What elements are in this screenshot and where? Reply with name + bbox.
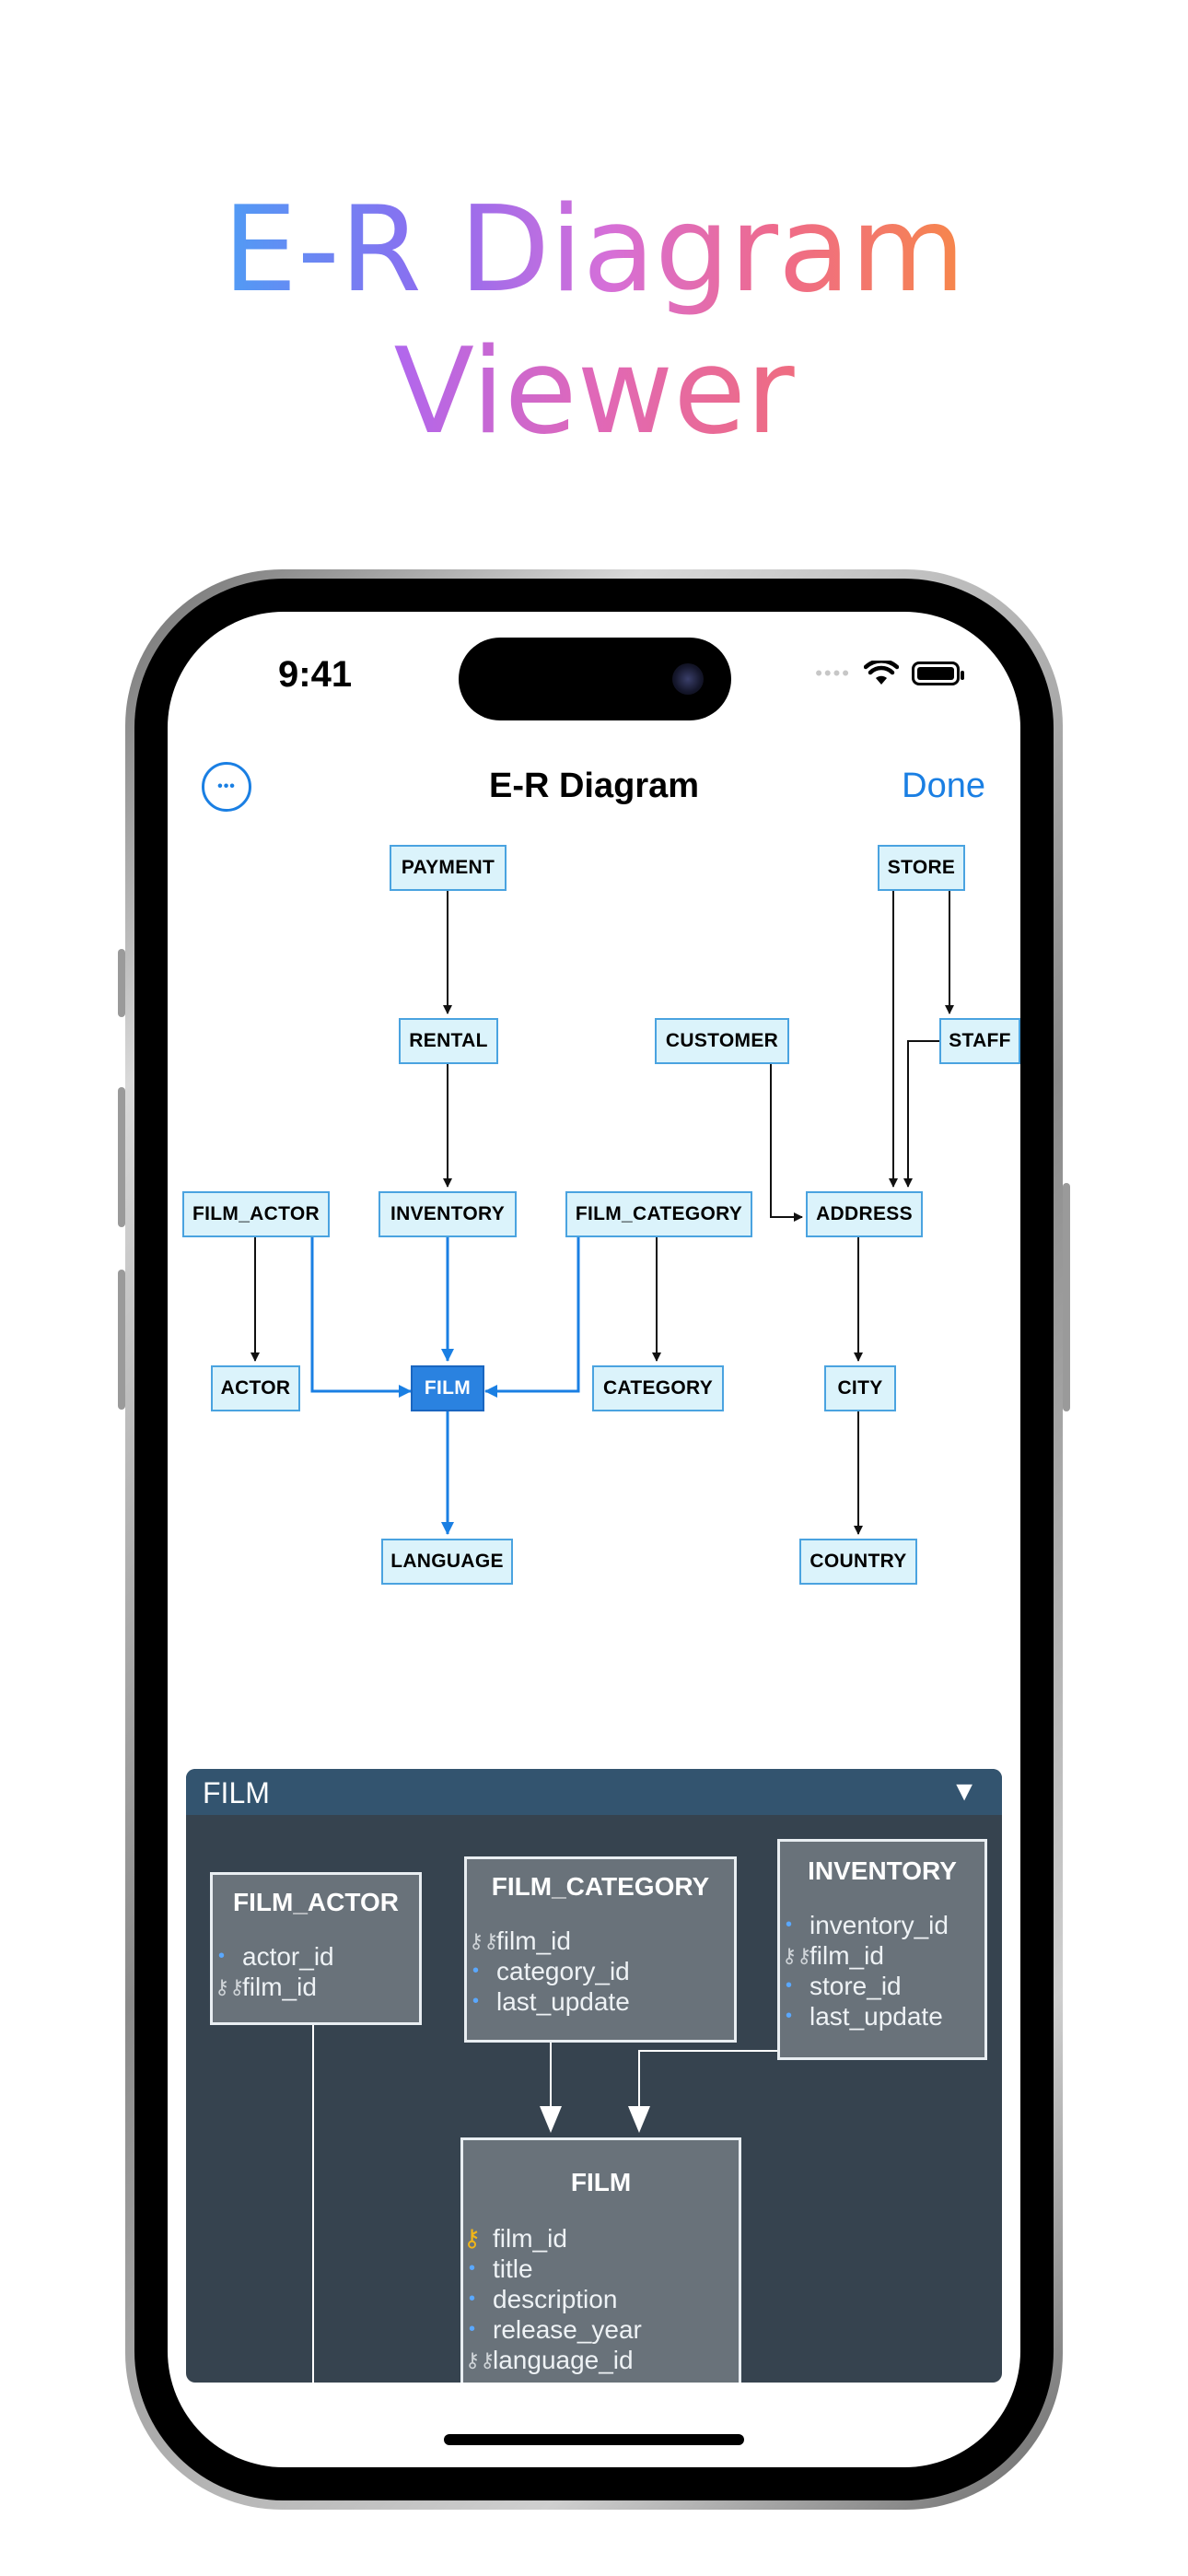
table-film-actor[interactable]: FILM_ACTOR • actor_id ⚷⚷film_id <box>210 1872 422 2025</box>
done-button[interactable]: Done <box>902 767 985 805</box>
column-name: film_id <box>809 1941 884 1970</box>
foreign-key-icon: ⚷⚷ <box>782 1944 812 1967</box>
column-name: language_id <box>493 2346 634 2374</box>
camera-icon <box>672 663 704 695</box>
table-title: FILM_CATEGORY <box>491 1872 710 1901</box>
foreign-key-icon: ⚷⚷ <box>215 1975 245 1998</box>
column-dot-icon: • <box>218 1946 226 1966</box>
hero-title: E-R Diagram Viewer <box>0 180 1188 463</box>
column-row: • last_update <box>780 2001 984 2032</box>
column-name: title <box>493 2254 533 2283</box>
table-film[interactable]: FILM ⚷ film_id • title • description • relea… <box>460 2137 741 2383</box>
arrowhead-film-category <box>540 2106 562 2133</box>
detail-relations <box>312 2023 781 2383</box>
nav-title: E-R Diagram <box>488 767 700 805</box>
column-name: film_id <box>242 1973 317 2001</box>
column-dot-icon: • <box>472 1961 480 1981</box>
phone-screen: 9:41 •••• ••• E-R Diagram Done <box>168 612 1020 2467</box>
entity-store[interactable]: STORE <box>878 845 965 891</box>
column-dot-icon: • <box>469 2289 476 2309</box>
column-row: • last_update <box>467 1986 734 2017</box>
more-options-button[interactable]: ••• <box>202 762 251 812</box>
column-row: • title <box>463 2254 739 2284</box>
panel-header[interactable]: FILM ▼ <box>186 1769 1002 1815</box>
column-row: • actor_id <box>213 1941 419 1972</box>
column-name: film_id <box>496 1926 571 1955</box>
arrowhead-inventory <box>628 2106 650 2133</box>
entity-staff[interactable]: STAFF <box>939 1018 1020 1064</box>
power-button <box>1063 1183 1070 1411</box>
entity-address[interactable]: ADDRESS <box>806 1191 923 1237</box>
entity-film-category[interactable]: FILM_CATEGORY <box>565 1191 752 1237</box>
link-film-actor-film <box>310 1237 412 1398</box>
volume-down-button <box>118 1270 125 1410</box>
entity-film-actor[interactable]: FILM_ACTOR <box>182 1191 330 1237</box>
foreign-key-icon: ⚷⚷ <box>469 1929 499 1952</box>
column-dot-icon: • <box>469 2319 476 2339</box>
column-dot-icon: • <box>786 1914 793 1935</box>
column-name: inventory_id <box>809 1911 949 1939</box>
panel-title: FILM <box>203 1776 270 1809</box>
foreign-key-icon: ⚷⚷ <box>465 2348 495 2371</box>
column-name: description <box>493 2285 618 2313</box>
column-row: ⚷⚷film_id <box>780 1940 984 1971</box>
table-inventory[interactable]: INVENTORY • inventory_id ⚷⚷film_id • store… <box>777 1839 987 2060</box>
ellipsis-icon: ••• <box>217 779 236 794</box>
link-customer-address <box>770 1064 803 1222</box>
primary-key-icon: ⚷ <box>463 2224 482 2252</box>
column-row: • inventory_id <box>780 1910 984 1940</box>
entity-city[interactable]: CITY <box>824 1365 896 1411</box>
entity-language[interactable]: LANGUAGE <box>381 1539 513 1585</box>
collapse-toggle-icon[interactable]: ▼ <box>950 1776 978 1807</box>
home-indicator[interactable] <box>444 2434 744 2445</box>
detail-panel: FILM ▼ FILM_ACTOR •actor_id ⚷⚷film_id FI… <box>186 1769 1002 2383</box>
relation-inventory-film <box>638 2050 781 2110</box>
table-film-category[interactable]: FILM_CATEGORY ⚷⚷film_id • category_id • la… <box>464 1856 737 2043</box>
column-row: • store_id <box>780 1971 984 2001</box>
column-row: • release_year <box>463 2314 739 2345</box>
battery-icon <box>912 662 964 685</box>
column-name: last_update <box>496 1987 630 2016</box>
dynamic-island <box>459 638 731 720</box>
entity-actor[interactable]: ACTOR <box>211 1365 300 1411</box>
table-title: INVENTORY <box>808 1856 957 1885</box>
volume-up-button <box>118 1087 125 1227</box>
entity-film-selected[interactable]: FILM <box>411 1365 484 1411</box>
column-row: ⚷ film_id <box>463 2223 739 2254</box>
entity-category[interactable]: CATEGORY <box>592 1365 724 1411</box>
status-indicators: •••• <box>815 658 964 689</box>
entity-inventory[interactable]: INVENTORY <box>379 1191 517 1237</box>
column-row: • description <box>463 2284 739 2314</box>
column-name: category_id <box>496 1957 630 1985</box>
column-dot-icon: • <box>469 2258 476 2278</box>
entity-customer[interactable]: CUSTOMER <box>655 1018 789 1064</box>
entity-rental[interactable]: RENTAL <box>399 1018 498 1064</box>
signal-icon: •••• <box>815 662 851 685</box>
column-dot-icon: • <box>472 1991 480 2011</box>
column-name: actor_id <box>242 1942 334 1971</box>
er-diagram-canvas[interactable] <box>168 612 1020 2467</box>
column-name: store_id <box>809 1972 902 2000</box>
navigation-bar: ••• E-R Diagram Done <box>168 741 1020 833</box>
hero-title-line2: Viewer <box>393 322 794 463</box>
hero-title-line1: E-R Diagram <box>223 180 965 322</box>
table-title: FILM <box>570 2168 632 2196</box>
column-dot-icon: • <box>786 2006 793 2026</box>
link-film-category-film <box>484 1237 580 1398</box>
column-row: ⚷⚷film_id <box>467 1926 734 1956</box>
link-staff-address <box>903 1040 943 1188</box>
wifi-icon <box>864 661 899 685</box>
table-title: FILM_ACTOR <box>233 1888 399 1916</box>
column-row: ⚷⚷language_id <box>463 2345 739 2375</box>
entity-country[interactable]: COUNTRY <box>799 1539 917 1585</box>
column-name: release_year <box>493 2315 642 2344</box>
column-row: • category_id <box>467 1956 734 1986</box>
column-row: ⚷⚷film_id <box>213 1972 419 2002</box>
column-name: last_update <box>809 2002 943 2031</box>
column-dot-icon: • <box>786 1975 793 1996</box>
entity-payment[interactable]: PAYMENT <box>390 845 507 891</box>
mute-switch <box>118 949 125 1017</box>
status-time: 9:41 <box>278 654 353 695</box>
column-name: film_id <box>493 2224 567 2253</box>
